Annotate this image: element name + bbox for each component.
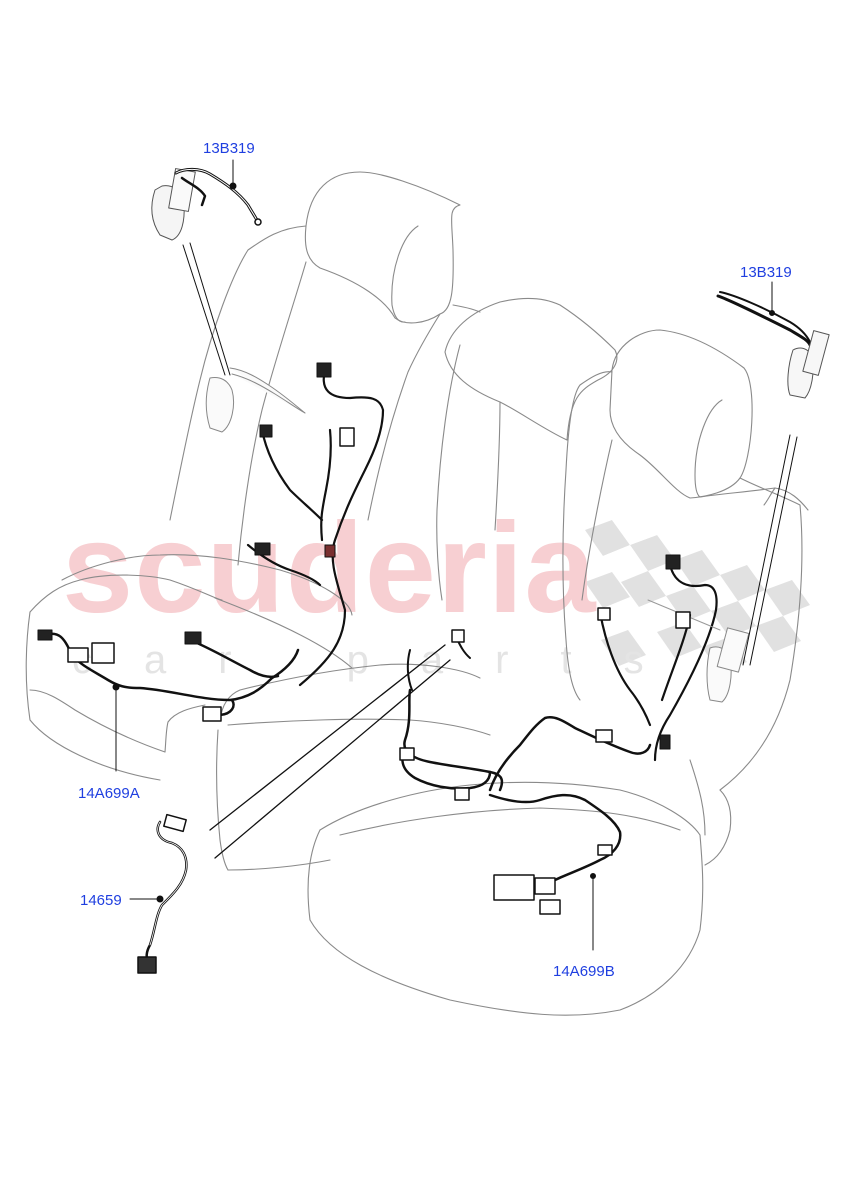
harness-14A699B (401, 688, 652, 882)
watermark-tagline: car parts (72, 638, 696, 682)
left-seatback-outline (169, 225, 307, 521)
left-cushion-outline (61, 554, 353, 616)
left-headrest-outline (304, 171, 461, 324)
harness-seatback-left (246, 368, 385, 687)
harness-middle-connector (406, 634, 471, 691)
pretensioner-motor-right-exploded (787, 330, 830, 399)
middle-seatback-outline (444, 297, 618, 441)
watermark-brand: scuderia (62, 497, 597, 640)
callout-13B319-right[interactable]: 13B319 (740, 264, 792, 281)
callout-14A699A[interactable]: 14A699A (78, 785, 140, 802)
callout-14A699B[interactable]: 14A699B (553, 963, 615, 980)
right-cushion-outline (319, 781, 701, 836)
callout-14659[interactable]: 14659 (80, 892, 122, 909)
right-seatback-outline (562, 371, 613, 701)
callout-13B319-left[interactable]: 13B319 (203, 140, 255, 157)
right-headrest-outline (609, 329, 753, 499)
pretensioner-motor-left-exploded (151, 168, 196, 241)
harness-13B319-right (716, 294, 812, 347)
pretensioner-motor-right-installed (706, 627, 750, 703)
harness-14A699A (43, 632, 300, 717)
harness-14659 (145, 820, 188, 962)
harness-seatback-right (598, 563, 721, 762)
